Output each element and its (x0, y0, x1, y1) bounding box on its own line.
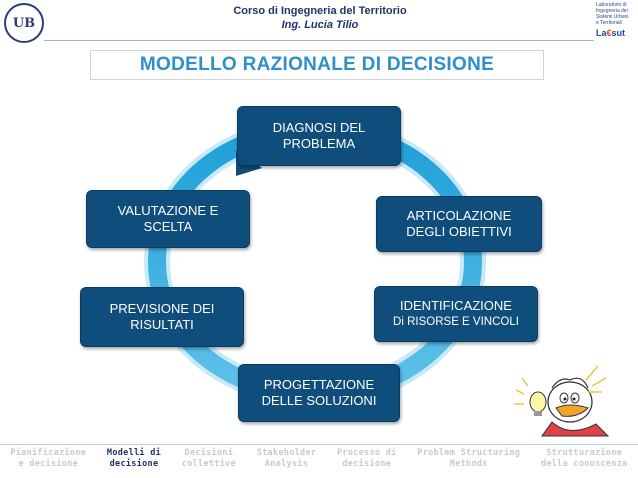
cartoon-duck-idea-icon (512, 362, 624, 438)
node-label-line1: DIAGNOSI DEL (273, 120, 365, 136)
nav-item-line2: Methods (417, 459, 520, 470)
node-label-line1: ARTICOLAZIONE (407, 208, 512, 224)
cycle-node-identificazione: IDENTIFICAZIONE Di RISORSE E VINCOLI (374, 286, 538, 342)
cycle-node-articolazione: ARTICOLAZIONE DEGLI OBIETTIVI (376, 196, 542, 252)
node-label-line2: DELLE SOLUZIONI (262, 393, 377, 409)
node-label-line2: SCELTA (144, 219, 193, 235)
nav-item-decisioni[interactable]: Decisioni collettive (182, 448, 236, 470)
node-label-line1: IDENTIFICAZIONE (400, 298, 512, 314)
cycle-ring-arc (157, 130, 473, 394)
cycle-node-progettazione: PROGETTAZIONE DELLE SOLUZIONI (238, 364, 400, 422)
nav-item-line1: Strutturazione (541, 448, 628, 459)
node-label-line1: PREVISIONE DEI (110, 301, 215, 317)
nav-item-line1: Stakeholder (257, 448, 317, 459)
nav-item-line1: Processo di (337, 448, 397, 459)
nav-item-modelli[interactable]: Modelli di decisione (107, 448, 161, 470)
cycle-node-valutazione: VALUTAZIONE E SCELTA (86, 190, 250, 248)
nav-item-problem-structuring[interactable]: Problem Structuring Methods (417, 448, 520, 470)
node-label-line1: PROGETTAZIONE (264, 377, 374, 393)
nav-item-line2: decisione (107, 459, 161, 470)
nav-item-pianificazione[interactable]: Pianificazione e decisione (10, 448, 86, 470)
node-label-line2: PROBLEMA (283, 136, 355, 152)
footer-divider (0, 444, 638, 445)
nav-item-line2: Analysis (257, 459, 317, 470)
nav-item-strutturazione[interactable]: Strutturazione della conoscenza (541, 448, 628, 470)
nav-item-line2: della conoscenza (541, 459, 628, 470)
node-label-line2: RISULTATI (130, 317, 194, 333)
nav-item-line1: Problem Structuring (417, 448, 520, 459)
node-label-line1: VALUTAZIONE E (118, 203, 219, 219)
nav-item-processo[interactable]: Processo di decisione (337, 448, 397, 470)
cycle-node-diagnosi: DIAGNOSI DEL PROBLEMA (237, 106, 401, 166)
node-label-line2: DEGLI OBIETTIVI (406, 224, 511, 240)
cycle-node-previsione: PREVISIONE DEI RISULTATI (80, 287, 244, 347)
nav-item-line1: Modelli di (107, 448, 161, 459)
nav-item-line2: e decisione (10, 459, 86, 470)
nav-item-line1: Pianificazione (10, 448, 86, 459)
nav-item-line2: decisione (337, 459, 397, 470)
nav-item-stakeholder[interactable]: Stakeholder Analysis (257, 448, 317, 470)
node-label-line2: Di RISORSE E VINCOLI (393, 314, 519, 330)
section-nav: Pianificazione e decisione Modelli di de… (0, 448, 638, 476)
nav-item-line1: Decisioni (182, 448, 236, 459)
nav-item-line2: collettive (182, 459, 236, 470)
